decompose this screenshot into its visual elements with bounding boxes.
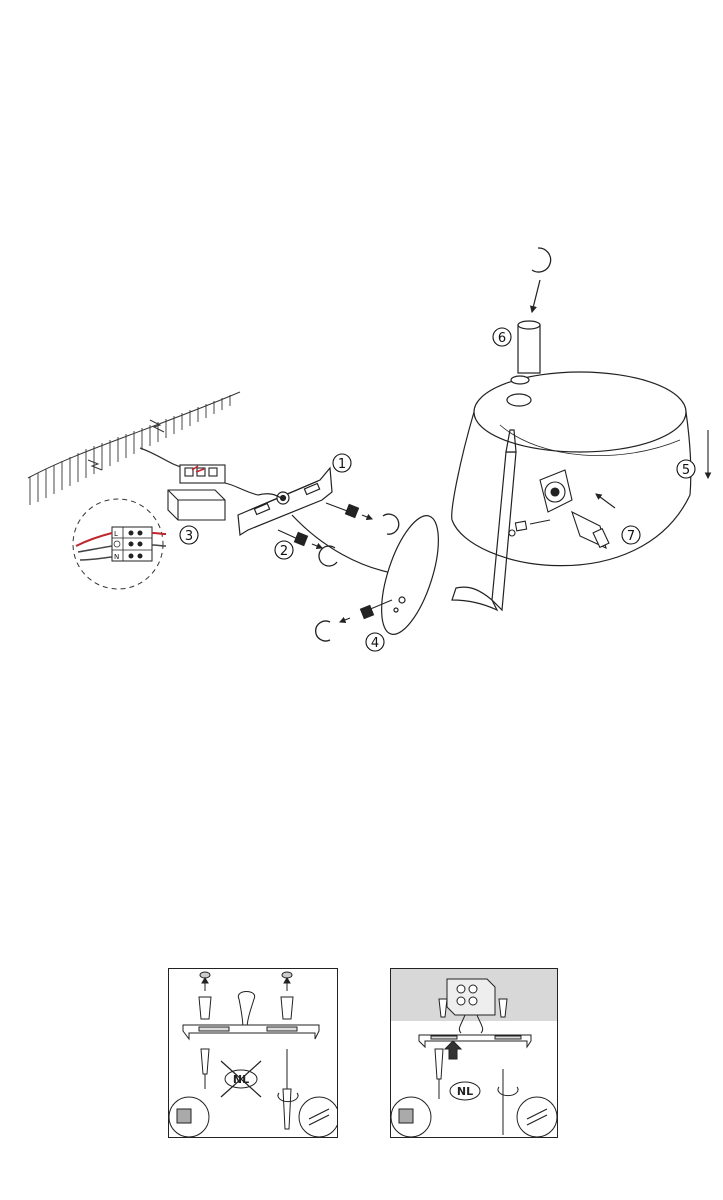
- top-cap: [506, 247, 552, 407]
- install-panel-right-drawing: NL: [391, 969, 557, 1137]
- mounting-bracket: [237, 466, 333, 537]
- terminal-label-n: N: [114, 553, 119, 561]
- wiring-detail: L N: [72, 498, 167, 590]
- svg-text:2: 2: [280, 544, 288, 559]
- step-marker-1: 1: [332, 453, 352, 473]
- terminal-label-l: L: [114, 530, 118, 538]
- install-panel-left: NL: [168, 968, 338, 1138]
- step-marker-7: 7: [621, 525, 641, 545]
- lamp-arm: [451, 429, 517, 612]
- install-panel-left-drawing: NL: [169, 971, 337, 1137]
- terminal-block: [167, 464, 259, 521]
- svg-text:7: 7: [627, 529, 635, 544]
- step-marker-6: 6: [492, 327, 512, 347]
- wall-plate: [291, 514, 439, 635]
- svg-text:1: 1: [338, 457, 346, 472]
- svg-text:4: 4: [371, 636, 379, 651]
- bracket-screws: [277, 502, 400, 567]
- install-panel-right-badge: NL: [457, 1085, 473, 1098]
- assembly-diagram: L N: [27, 247, 712, 652]
- svg-text:5: 5: [682, 463, 690, 478]
- step-marker-4: 4: [365, 632, 385, 652]
- svg-text:6: 6: [498, 331, 506, 346]
- wall-surface: [27, 391, 241, 505]
- install-panel-left-badge: NL: [233, 1073, 249, 1086]
- lamp-shade: [451, 371, 692, 567]
- step-marker-3: 3: [179, 525, 199, 545]
- lamp-holder: [508, 469, 616, 549]
- svg-text:3: 3: [185, 529, 193, 544]
- step-marker-5: 5: [676, 459, 696, 479]
- step-markers: 1 2 3 4 5 6 7: [179, 327, 696, 652]
- canopy-screw: [314, 599, 393, 642]
- install-panel-right: NL: [390, 968, 558, 1138]
- step-marker-2: 2: [274, 540, 294, 560]
